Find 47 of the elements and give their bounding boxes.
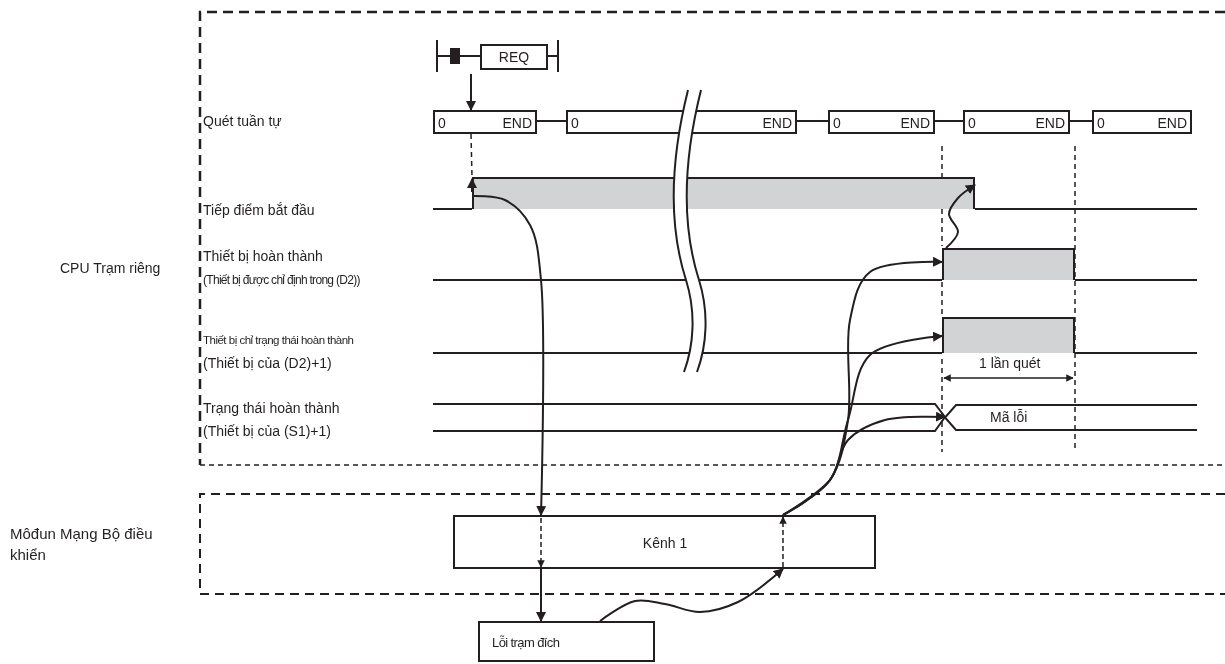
signal-pulse <box>472 177 975 209</box>
step-number: 0 <box>571 115 579 131</box>
connector-line <box>934 120 964 122</box>
signal-label: Thiết bị chỉ trạng thái hoàn thành <box>203 333 354 348</box>
connector-line <box>536 120 567 122</box>
arrow <box>945 184 976 249</box>
step-number: 0 <box>968 115 976 131</box>
connector-line <box>1069 120 1093 122</box>
arrow <box>536 568 546 622</box>
region-label: CPU Trạm riêng <box>60 260 162 276</box>
scan-box <box>963 110 1070 134</box>
signal-label: Trạng thái hoàn thành <box>203 400 340 416</box>
channel-label: Kênh 1 <box>641 535 689 551</box>
channel-box <box>453 515 876 569</box>
arrow <box>466 73 476 111</box>
end-label: END <box>1035 115 1065 131</box>
step-number: 0 <box>833 115 841 131</box>
end-label: END <box>900 115 930 131</box>
data-bus <box>945 404 1197 431</box>
step-number: 0 <box>438 115 446 131</box>
instruction-box: REQ <box>480 44 548 70</box>
signal-label: (Thiết bị của (S1)+1) <box>203 423 331 439</box>
scan-box <box>566 110 797 134</box>
scan-box <box>433 110 537 134</box>
arrow <box>471 194 547 516</box>
error-label: Lỗi trạm đích <box>492 635 560 651</box>
connector-line <box>470 133 473 178</box>
signal-label: Quét tuần tự <box>203 113 282 129</box>
arrow <box>782 411 946 516</box>
step-number: 0 <box>1097 115 1105 131</box>
signal-pulse <box>942 248 1075 280</box>
end-label: END <box>1157 115 1187 131</box>
signal-pulse <box>942 317 1075 353</box>
scan-box <box>1092 110 1192 134</box>
signal-label: (Thiết bị của (D2)+1) <box>203 355 332 371</box>
signal-label: (Thiết bị được chỉ định trong (D2)) <box>203 272 360 288</box>
region-label: Môđun Mạng Bộ điều khiển <box>10 524 154 565</box>
end-label: END <box>502 115 532 131</box>
dimension-label: 1 lần quét <box>979 355 1041 371</box>
signal-label: Tiếp điểm bắt đầu <box>203 202 315 218</box>
bus-value: Mã lỗi <box>990 409 1028 425</box>
arrow <box>599 568 784 622</box>
signal-label: Thiết bị hoàn thành <box>203 248 323 264</box>
end-label: END <box>762 115 792 131</box>
error-box <box>478 621 655 662</box>
scan-box <box>828 110 935 134</box>
connector-line <box>796 120 829 122</box>
